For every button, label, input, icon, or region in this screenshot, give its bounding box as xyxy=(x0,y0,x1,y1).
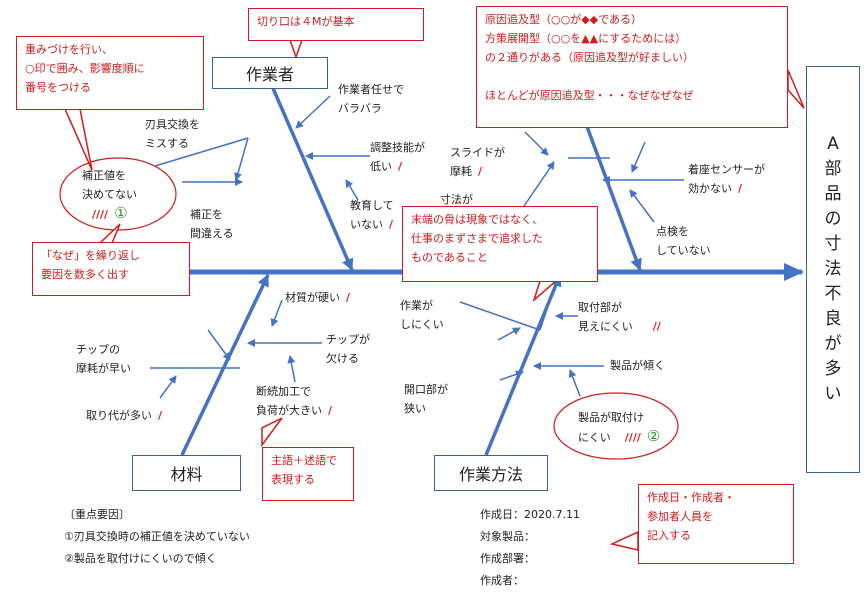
cause-tenken: 点検をしていない xyxy=(656,225,711,257)
circle-torituke xyxy=(553,392,679,460)
cause-seihin-katamuku: 製品が傾く xyxy=(610,359,665,372)
cause-sagyo-shinikui: 作業がしにくい xyxy=(400,299,444,331)
category-method: 作業方法 xyxy=(434,455,548,491)
cause-hosei-kime: 補正値を決めてない xyxy=(82,169,137,201)
callout-weighting: 重みづけを行い、○印で囲み、影響度順に番号をつける xyxy=(16,36,204,110)
mark-hosei: ////① xyxy=(92,204,128,222)
bone-worker xyxy=(270,85,354,271)
cause-zaishitsu: 材質が硬い/ xyxy=(285,291,351,304)
callout-creator: 作成日・作成者・参加者人員を記入する xyxy=(638,484,794,564)
cause-slide: スライドが摩耗/ xyxy=(450,146,505,178)
callout-naze: 「なぜ」を繰り返し要因を数多く出す xyxy=(32,242,190,296)
callout-types: 原因追及型（○○が◆◆である）方策展開型（○○を▲▲にするためには）の２通りがあ… xyxy=(476,6,788,128)
cause-sunpo: 寸法が xyxy=(440,193,473,206)
cause-chip-mamo: チップの摩耗が早い xyxy=(76,343,131,375)
cause-kyoiku: 教育していない/ xyxy=(350,199,394,231)
key-factors: 〔重点要因〕 ①刃具交換時の補正値を決めていない ②製品を取付けにくいので傾く xyxy=(64,508,250,565)
cause-torituke-mie: 取付部が見えにくい// xyxy=(578,301,661,333)
cause-seihin-torituke: 製品が取付けにくい////② xyxy=(578,411,661,445)
category-worker: 作業者 xyxy=(212,57,328,89)
callout-kirikuchi: 切り口は４Mが基本 xyxy=(248,8,424,41)
category-material: 材料 xyxy=(132,455,241,491)
cause-chip-kakeru: チップが欠ける xyxy=(326,333,370,365)
info-block: 作成日：2020.7.11 対象製品： 作成部署： 作成者： xyxy=(480,508,580,587)
cause-chosei: 調整技能が低い/ xyxy=(370,141,425,173)
bone-material xyxy=(180,274,270,456)
callout-subject: 主語＋述語で表現する xyxy=(262,447,354,501)
cause-torishiro: 取り代が多い/ xyxy=(86,409,163,422)
cause-makase: 作業者任せでバラバラ xyxy=(338,83,404,115)
cause-kaikoubu: 開口部が狭い xyxy=(404,383,448,415)
cause-chakuza: 着座センサーが効かない/ xyxy=(688,163,765,195)
callout-terminal: 末端の骨は現象ではなく、仕事のまずさまで追求したものであること xyxy=(402,206,598,282)
cause-hosei-machigae: 補正を間違える xyxy=(190,208,234,240)
cause-danzoku: 断続加工で負荷が大きい/ xyxy=(256,385,333,417)
cause-kaeshin: 刃具交換をミスする xyxy=(145,118,200,150)
